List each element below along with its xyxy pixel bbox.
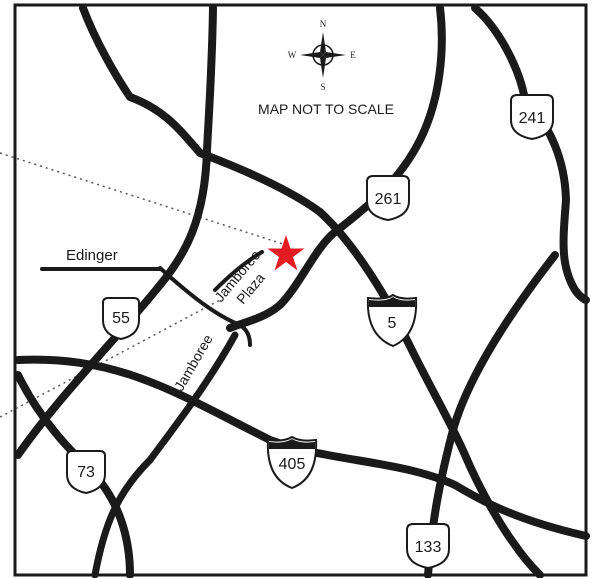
svg-text:241: 241 — [519, 110, 546, 127]
svg-text:55: 55 — [112, 310, 130, 327]
leader-line-upper — [0, 152, 284, 245]
svg-text:261: 261 — [375, 191, 402, 208]
svg-text:133: 133 — [415, 539, 442, 556]
road-sr241 — [471, 4, 590, 304]
shield-sr133: 133 — [406, 523, 450, 570]
road-sr261 — [226, 4, 446, 332]
road-i5 — [316, 208, 544, 578]
svg-text:5: 5 — [388, 315, 397, 332]
roads — [14, 4, 590, 578]
shield-sr241: 241 — [510, 94, 554, 141]
location-star-icon[interactable] — [267, 235, 305, 271]
shield-sr55: 55 — [102, 297, 140, 341]
label-edinger: Edinger — [66, 247, 118, 264]
shield-i405: 405 — [266, 435, 318, 490]
road-lower-left — [91, 331, 239, 578]
road-i405 — [14, 355, 590, 540]
compass-n: N — [320, 19, 327, 29]
svg-text:73: 73 — [77, 464, 95, 481]
road-upper-left — [79, 4, 324, 216]
shield-sr261: 261 — [366, 175, 410, 222]
svg-text:405: 405 — [279, 456, 306, 473]
road-sr55 — [14, 4, 217, 459]
local-streets — [40, 250, 264, 347]
shield-i5: 5 — [366, 293, 418, 348]
map-scale-note: MAP NOT TO SCALE — [258, 101, 394, 117]
street-jamboree-plaza — [158, 266, 252, 347]
compass-s: S — [320, 82, 325, 92]
compass-e: E — [350, 50, 356, 60]
street-jamboree-upper — [213, 250, 264, 292]
shield-sr73: 73 — [66, 450, 106, 495]
compass-rose-icon: N S E W — [288, 19, 357, 92]
map-border — [13, 3, 588, 577]
compass-w: W — [288, 50, 297, 60]
